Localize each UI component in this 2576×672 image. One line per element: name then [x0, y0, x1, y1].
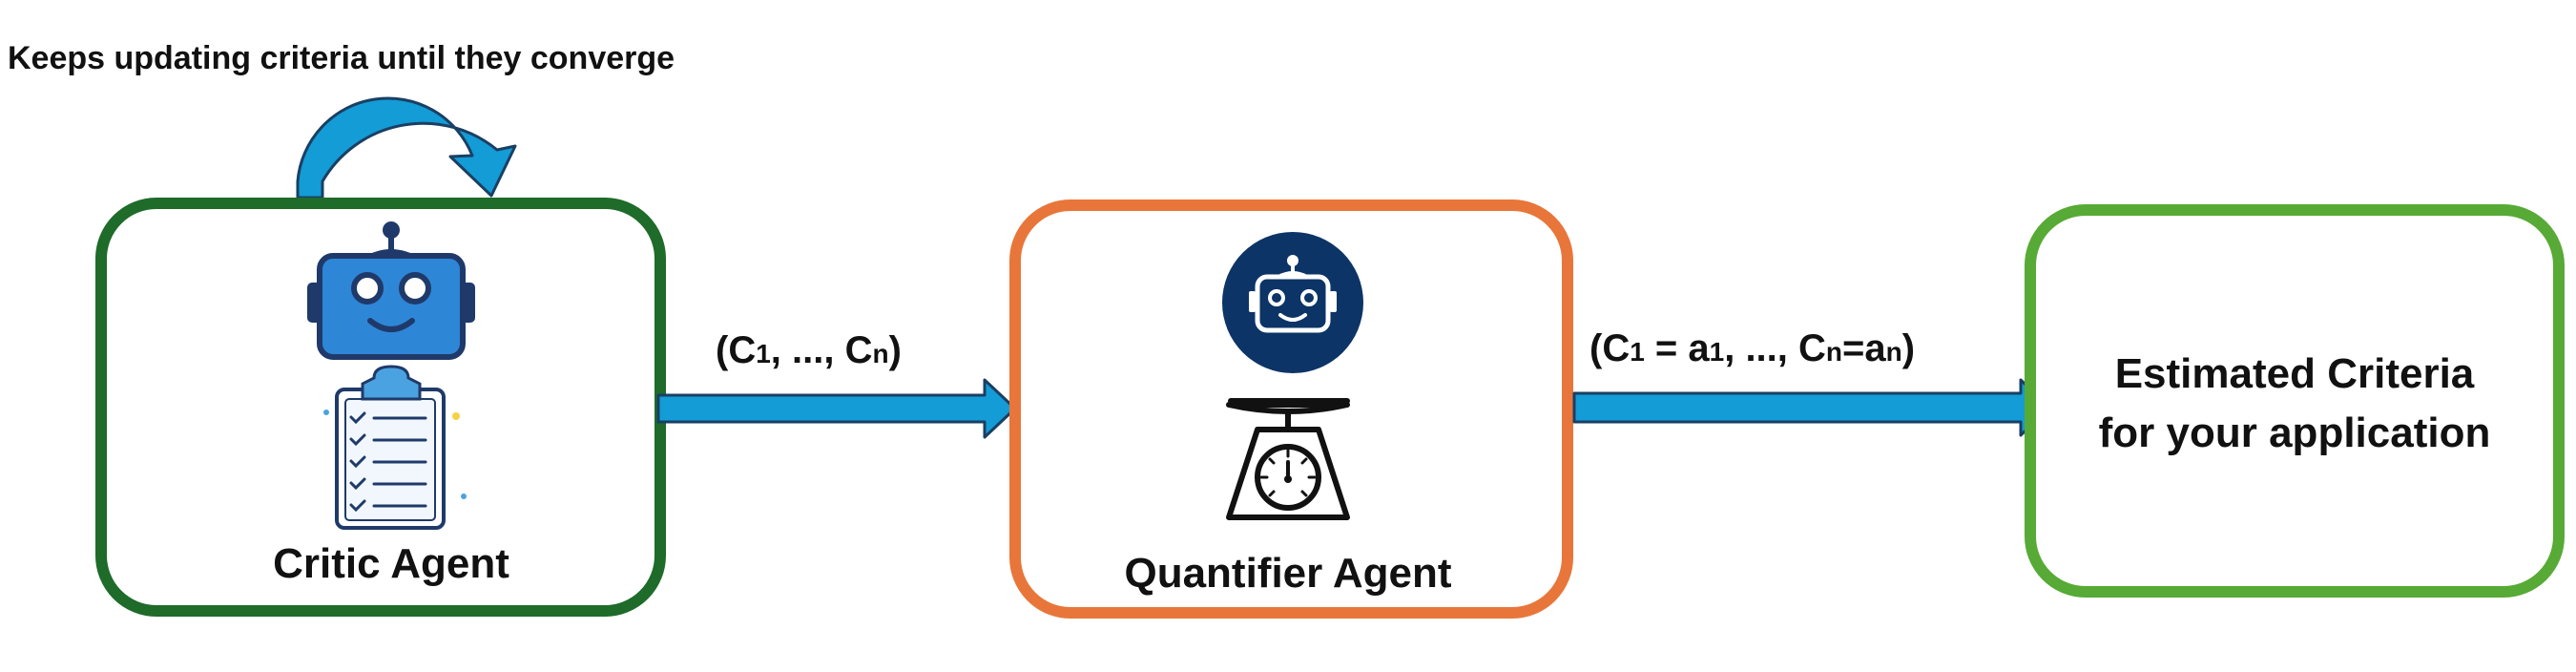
- edge-label-criteria-values: (C1 = a1, ..., Cn=an): [1589, 327, 1915, 369]
- loop-note: Keeps updating criteria until they conve…: [8, 40, 675, 76]
- kitchen-scale-icon: [1226, 398, 1350, 520]
- arrow-critic-to-quantifier: [656, 378, 1017, 439]
- quantifier-agent-label: Quantifier Agent: [1124, 550, 1451, 597]
- output-label-line1: Estimated Criteria: [2115, 350, 2475, 397]
- robot-icon: [307, 221, 475, 360]
- critic-agent-label: Critic Agent: [273, 540, 509, 587]
- loop-arrow: [296, 96, 517, 200]
- critic-agent-node: Critic Agent: [95, 198, 666, 617]
- quantifier-agent-node: Quantifier Agent: [1009, 200, 1573, 619]
- robot-icon: [1222, 232, 1363, 373]
- edge-label-criteria: (C1, ..., Cn): [716, 329, 902, 371]
- estimated-criteria-node: Estimated Criteria for your application: [2025, 204, 2565, 598]
- arrow-quantifier-to-output: [1572, 378, 2051, 437]
- output-label-line2: for your application: [2099, 410, 2491, 456]
- checklist-clipboard-icon: [323, 365, 467, 530]
